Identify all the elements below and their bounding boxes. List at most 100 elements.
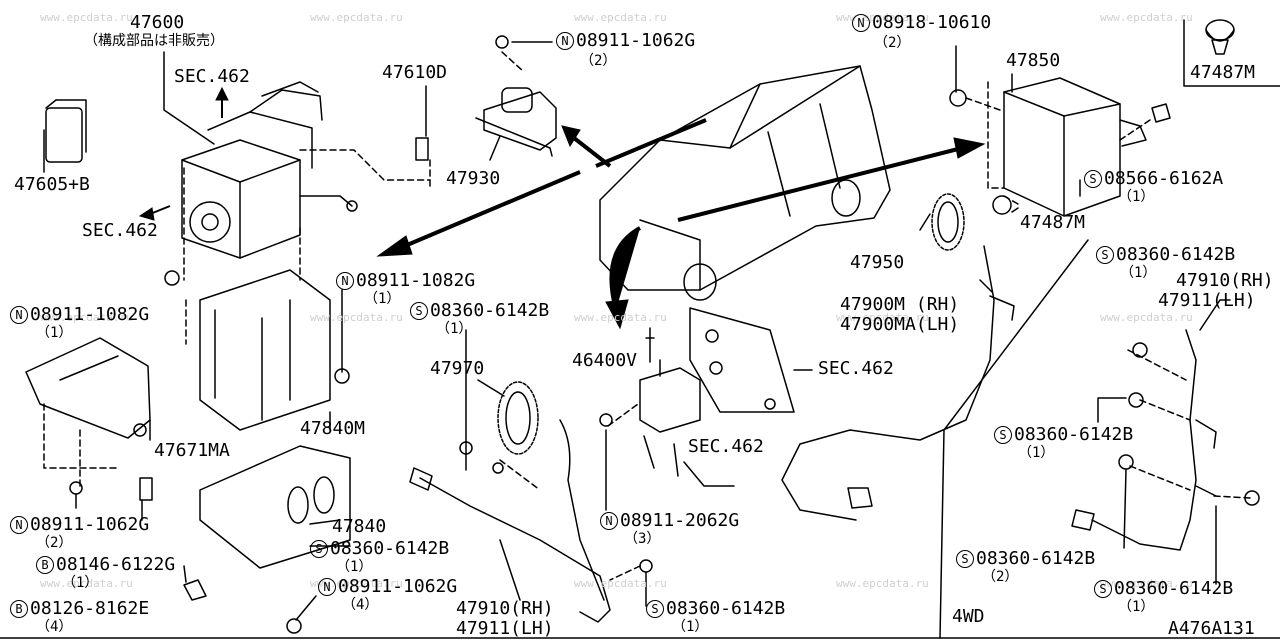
grommet-47487m-shape — [1205, 19, 1235, 55]
watermark: www.epcdata.ru — [1100, 311, 1193, 324]
prefix-s-icon: S — [310, 540, 328, 558]
sec-ref-label: SEC.462 — [174, 66, 250, 87]
prefix-n-icon: N — [336, 272, 354, 290]
watermark: www.epcdata.ru — [310, 311, 403, 324]
part-note-not-sold: （構成部品は非販売） — [84, 33, 224, 49]
part-label-47900ma: 47900MA(LH) — [840, 314, 960, 335]
watermark: www.epcdata.ru — [1100, 577, 1193, 590]
diagram-code: A476A131 — [1168, 618, 1255, 639]
fasteners — [69, 35, 1260, 634]
qty-label: （1） — [1018, 445, 1055, 461]
prefix-n-icon: N — [318, 578, 336, 596]
part-label-47850: 47850 — [1006, 50, 1061, 71]
watermark: www.epcdata.ru — [836, 11, 929, 24]
prefix-n-icon: N — [10, 516, 28, 534]
qty-label: （1） — [1118, 189, 1155, 205]
relay-47930-shape — [475, 87, 557, 157]
qty-label: （4） — [342, 597, 379, 613]
tone-ring-47970-shape — [497, 381, 539, 455]
part-label-47910rh: 47910(RH) — [456, 598, 554, 619]
sensor-47605b-shape — [45, 99, 87, 163]
qty-label: （1） — [36, 325, 73, 341]
part-label-47930: 47930 — [446, 168, 501, 189]
part-label-47600: 47600 — [130, 12, 185, 33]
prefix-s-icon: S — [1084, 170, 1102, 188]
sec-ref-label: SEC.462 — [818, 358, 894, 379]
watermark: www.epcdata.ru — [40, 11, 133, 24]
watermark: www.epcdata.ru — [836, 577, 929, 590]
sensor-harness-front-shape — [781, 245, 1015, 521]
part-label-47900m: 47900M (RH) — [840, 294, 960, 315]
prefix-n-icon: N — [600, 512, 618, 530]
qty-label: （1） — [62, 575, 99, 591]
prefix-s-icon: S — [646, 600, 664, 618]
part-label-47950: 47950 — [850, 252, 905, 273]
qty-label: （1） — [1118, 599, 1155, 615]
prefix-s-icon: S — [410, 302, 428, 320]
part-label-47970: 47970 — [430, 358, 485, 379]
qty-label: （1） — [672, 619, 709, 635]
prefix-s-icon: S — [956, 550, 974, 568]
part-label-47610d: 47610D — [382, 62, 448, 83]
part-label-47911lh: 47911(LH) — [456, 618, 554, 639]
watermark: www.epcdata.ru — [574, 311, 667, 324]
part-label-47605b: 47605+B — [14, 174, 90, 195]
prefix-s-icon: S — [1096, 246, 1114, 264]
sensor-harness-rear-left-shape — [409, 419, 611, 623]
prefix-s-icon: S — [994, 426, 1012, 444]
qty-label: （2） — [874, 35, 911, 51]
arrows — [138, 86, 986, 330]
tone-ring-47950-shape — [931, 193, 965, 251]
part-label-47487m: 47487M — [1020, 212, 1086, 233]
watermark: www.epcdata.ru — [310, 11, 403, 24]
qty-label: （1） — [436, 321, 473, 337]
watermark: www.epcdata.ru — [1100, 11, 1193, 24]
region-label-4wd: 4WD — [952, 606, 985, 627]
part-label-47487m: 47487M — [1190, 62, 1256, 83]
watermark: www.epcdata.ru — [40, 311, 133, 324]
watermark: www.epcdata.ru — [574, 11, 667, 24]
vehicle-shape — [599, 65, 891, 301]
prefix-n-icon: N — [556, 32, 574, 50]
qty-label: （4） — [36, 619, 73, 635]
qty-label: （1） — [364, 291, 401, 307]
sec-ref-label: SEC.462 — [82, 220, 158, 241]
qty-label: （2） — [982, 569, 1019, 585]
watermark: www.epcdata.ru — [40, 577, 133, 590]
bracket-47671ma-shape — [25, 337, 151, 439]
leader-lines — [0, 19, 1280, 639]
qty-label: （1） — [1120, 265, 1157, 281]
bracket-47840-shape — [199, 445, 351, 569]
prefix-n-icon: N — [10, 306, 28, 324]
prefix-b-icon: B — [36, 556, 54, 574]
qty-label: （2） — [36, 535, 73, 551]
bracket-47840m-shape — [199, 269, 331, 431]
watermark: www.epcdata.ru — [310, 577, 403, 590]
part-label-46400v: 46400V — [572, 350, 638, 371]
part-label-47840m: 47840M — [300, 418, 366, 439]
sensor-harness-rear-right-shape — [1071, 329, 1217, 551]
part-label-47911lh: 47911(LH) — [1158, 290, 1256, 311]
watermark: www.epcdata.ru — [836, 311, 929, 324]
prefix-s-icon: S — [1094, 580, 1112, 598]
qty-label: （2） — [580, 53, 617, 69]
part-label-47671ma: 47671MA — [154, 440, 230, 461]
prefix-n-icon: N — [852, 14, 870, 32]
